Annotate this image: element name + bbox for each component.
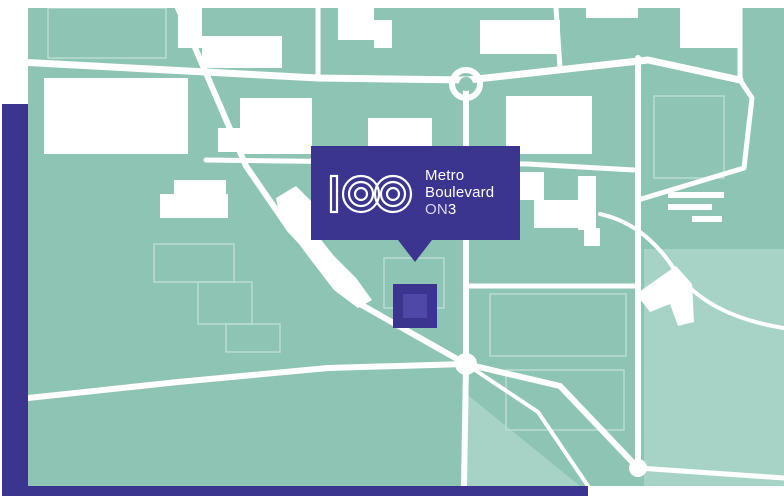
- small-block-2: [668, 204, 712, 210]
- map-buildings: [44, 8, 738, 326]
- building-5: [338, 8, 374, 40]
- popup-line-3-suffix: 3: [447, 201, 457, 218]
- logo-zero-1-outer: [341, 174, 381, 214]
- building-13: [160, 194, 228, 218]
- building-15: [276, 186, 372, 308]
- outline-block-7: [505, 369, 625, 431]
- location-square-icon[interactable]: [393, 284, 437, 328]
- logo-100-icon: [329, 174, 413, 214]
- road-east-loop: [635, 8, 755, 203]
- roundabout-ring: [449, 67, 483, 101]
- roundabout-north: [449, 67, 483, 101]
- roundabout-center: [459, 77, 473, 91]
- soft-area-south: [463, 392, 580, 486]
- outline-block-6: [489, 293, 627, 357]
- building-20: [636, 266, 694, 326]
- building-8: [586, 8, 638, 18]
- logo-zero-2-mid: [379, 180, 407, 208]
- junction-node-center: [455, 353, 477, 375]
- building-7: [480, 20, 560, 54]
- building-6: [374, 20, 392, 48]
- building-17: [534, 200, 578, 228]
- building-9: [680, 8, 738, 48]
- junction-node-southeast: [629, 459, 647, 477]
- building-14: [174, 180, 226, 194]
- road-southeast: [635, 465, 784, 481]
- outline-block-5: [653, 95, 725, 179]
- road-south-main: [28, 361, 641, 471]
- building-12: [506, 96, 592, 154]
- building-18: [578, 176, 596, 230]
- popup-line-3: ON3: [425, 201, 494, 218]
- building-19: [584, 228, 600, 246]
- building-3: [44, 78, 188, 154]
- location-popup[interactable]: Metro Boulevard ON3: [311, 146, 520, 262]
- map-small-blocks: [668, 192, 724, 222]
- logo-zero-2-inner: [385, 186, 401, 202]
- logo-one-stroke: [329, 174, 339, 214]
- popup-line-3-prefix: ON: [425, 201, 448, 218]
- outline-block-3: [225, 323, 281, 353]
- building-16: [520, 172, 544, 200]
- outline-block-4: [47, 8, 167, 59]
- road-south-branch: [464, 362, 590, 486]
- building-2: [202, 36, 282, 68]
- popup-line-2: Boulevard: [425, 184, 495, 201]
- popup-logo-text: Metro Boulevard ON3: [425, 167, 494, 218]
- outline-block-1: [153, 243, 235, 283]
- building-10: [240, 98, 312, 154]
- road-east-curve: [598, 212, 784, 330]
- small-block-3: [692, 216, 722, 222]
- road-north-spur-2: [553, 8, 563, 71]
- small-block-1: [668, 192, 724, 198]
- logo-zero-1-inner: [353, 186, 369, 202]
- location-square-inner: [403, 294, 427, 318]
- logo-zero-2-outer: [373, 174, 413, 214]
- map-outline-blocks: [47, 8, 725, 431]
- logo-zero-1-mid: [347, 180, 375, 208]
- outline-block-2: [197, 281, 253, 325]
- popup-line-1: Metro: [425, 167, 465, 184]
